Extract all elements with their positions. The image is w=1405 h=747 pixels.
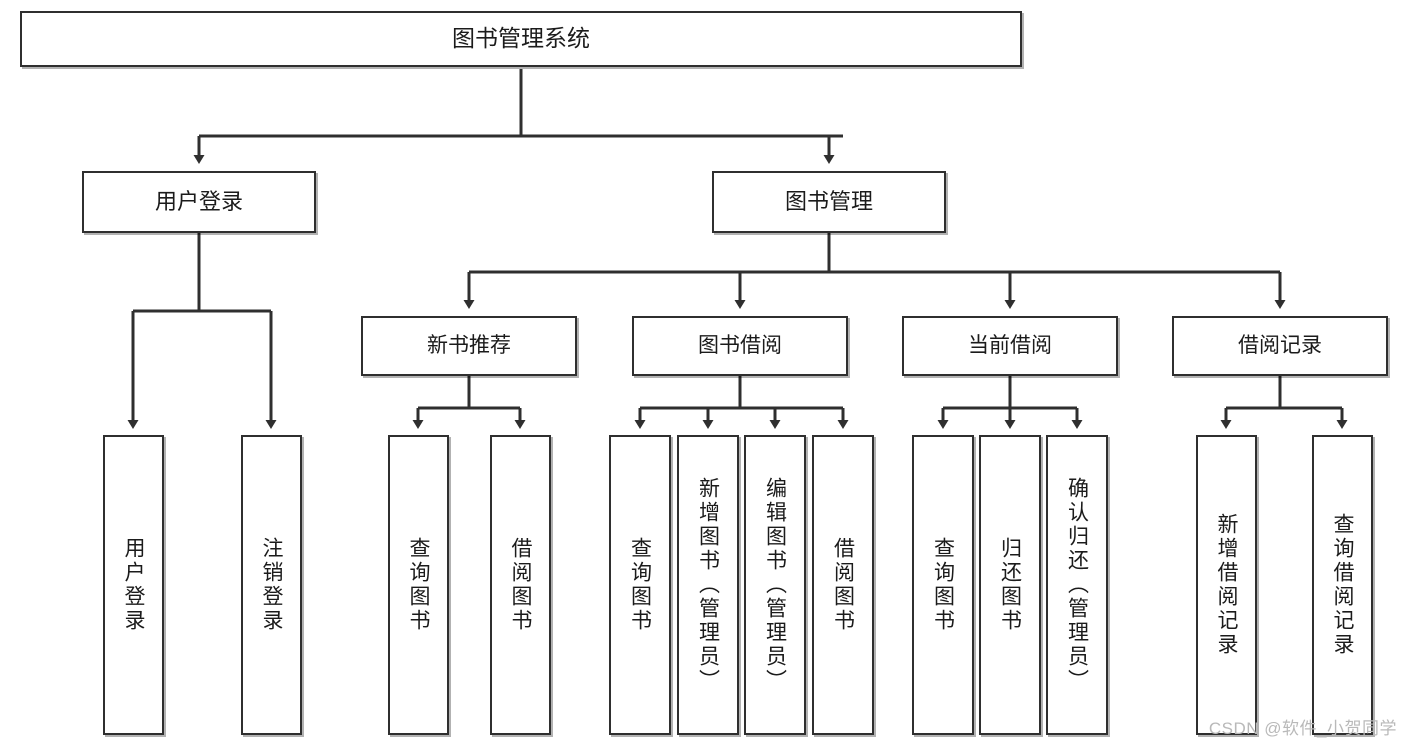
node-current-borrow[interactable]: 当前借阅 <box>902 316 1118 376</box>
node-leaf-add-book[interactable]: 新增图书（管理员） <box>677 435 739 735</box>
node-leaf-add-record-label: 新增借阅记录 <box>1215 513 1238 657</box>
node-user-login-label: 用户登录 <box>154 188 243 214</box>
node-current-borrow-label: 当前借阅 <box>968 334 1052 358</box>
node-root[interactable]: 图书管理系统 <box>20 11 1022 67</box>
node-leaf-add-record[interactable]: 新增借阅记录 <box>1196 435 1257 735</box>
node-leaf-query-book-1[interactable]: 查询图书 <box>388 435 449 735</box>
node-leaf-return-book-label: 归还图书 <box>998 537 1022 633</box>
node-leaf-query-record[interactable]: 查询借阅记录 <box>1312 435 1373 735</box>
node-book-borrow-label: 图书借阅 <box>698 334 782 358</box>
node-new-book-rec-label: 新书推荐 <box>427 334 511 358</box>
node-leaf-borrow-book-2[interactable]: 借阅图书 <box>812 435 874 735</box>
node-leaf-user-login[interactable]: 用户登录 <box>103 435 164 735</box>
node-new-book-rec[interactable]: 新书推荐 <box>361 316 577 376</box>
node-leaf-logout[interactable]: 注销登录 <box>241 435 302 735</box>
node-book-manage[interactable]: 图书管理 <box>712 171 946 233</box>
node-leaf-query-book-3-label: 查询图书 <box>931 537 955 633</box>
node-leaf-query-book-2-label: 查询图书 <box>628 537 652 633</box>
node-leaf-borrow-book-2-label: 借阅图书 <box>831 537 855 633</box>
node-leaf-borrow-book-1-label: 借阅图书 <box>509 537 532 633</box>
node-borrow-record[interactable]: 借阅记录 <box>1172 316 1388 376</box>
watermark: CSDN @软件_小贺同学 <box>1208 719 1397 738</box>
node-leaf-confirm-return-label: 确认归还（管理员） <box>1065 477 1089 693</box>
node-leaf-user-login-label: 用户登录 <box>122 537 145 633</box>
node-user-login[interactable]: 用户登录 <box>82 171 316 233</box>
node-leaf-query-record-label: 查询借阅记录 <box>1331 513 1354 657</box>
node-leaf-confirm-return[interactable]: 确认归还（管理员） <box>1046 435 1108 735</box>
node-root-label: 图书管理系统 <box>452 25 590 52</box>
node-book-borrow[interactable]: 图书借阅 <box>632 316 848 376</box>
node-leaf-logout-label: 注销登录 <box>260 537 283 633</box>
node-leaf-query-book-1-label: 查询图书 <box>407 537 430 633</box>
node-leaf-add-book-label: 新增图书（管理员） <box>696 477 720 693</box>
node-leaf-query-book-3[interactable]: 查询图书 <box>912 435 974 735</box>
node-borrow-record-label: 借阅记录 <box>1238 334 1322 358</box>
node-leaf-borrow-book-1[interactable]: 借阅图书 <box>490 435 551 735</box>
node-leaf-edit-book-label: 编辑图书（管理员） <box>763 477 787 693</box>
node-leaf-return-book[interactable]: 归还图书 <box>979 435 1041 735</box>
node-leaf-edit-book[interactable]: 编辑图书（管理员） <box>744 435 806 735</box>
node-leaf-query-book-2[interactable]: 查询图书 <box>609 435 671 735</box>
node-book-manage-label: 图书管理 <box>784 188 873 214</box>
